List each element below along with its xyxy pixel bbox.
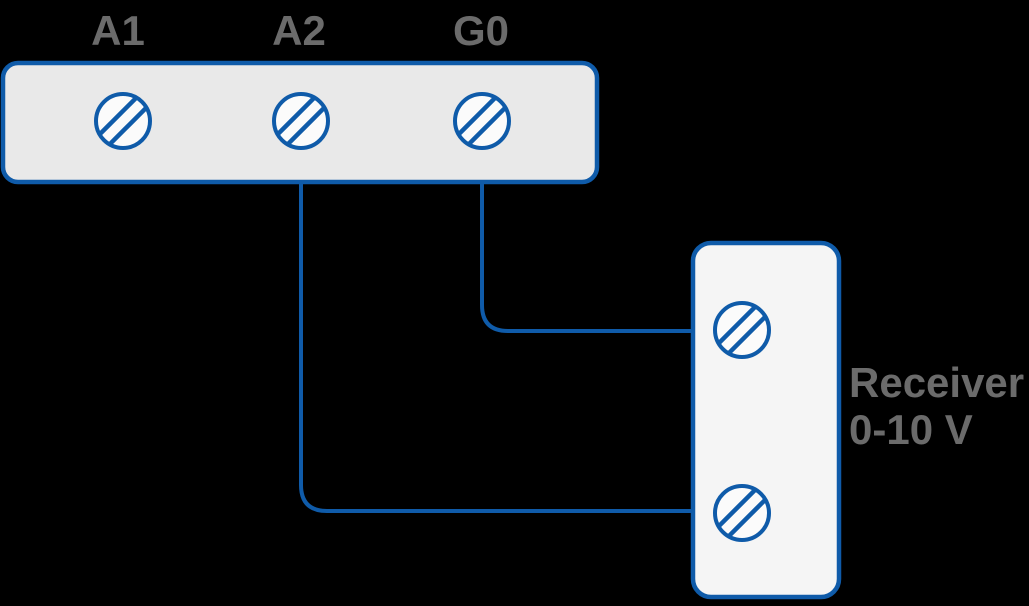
receiver-label: Receiver 0-10 V <box>849 359 1024 453</box>
terminal-label-g0: G0 <box>452 7 510 54</box>
receiver-label-line1: Receiver <box>849 359 1025 406</box>
wire-g0-to-receiver-top <box>480 181 695 333</box>
a1-screw-icon <box>96 94 150 148</box>
terminal-label-a1: A1 <box>91 7 145 54</box>
a2-screw-icon <box>274 94 328 148</box>
receiver-bottom-screw-icon <box>715 486 769 540</box>
receiver-label-line2: 0-10 V <box>849 406 973 453</box>
terminal-label-a2: A2 <box>272 7 326 54</box>
g0-screw-icon <box>455 94 509 148</box>
receiver-top-screw-icon <box>715 303 769 357</box>
wire-a2-to-receiver-bottom <box>299 181 695 513</box>
receiver-box <box>690 240 842 600</box>
